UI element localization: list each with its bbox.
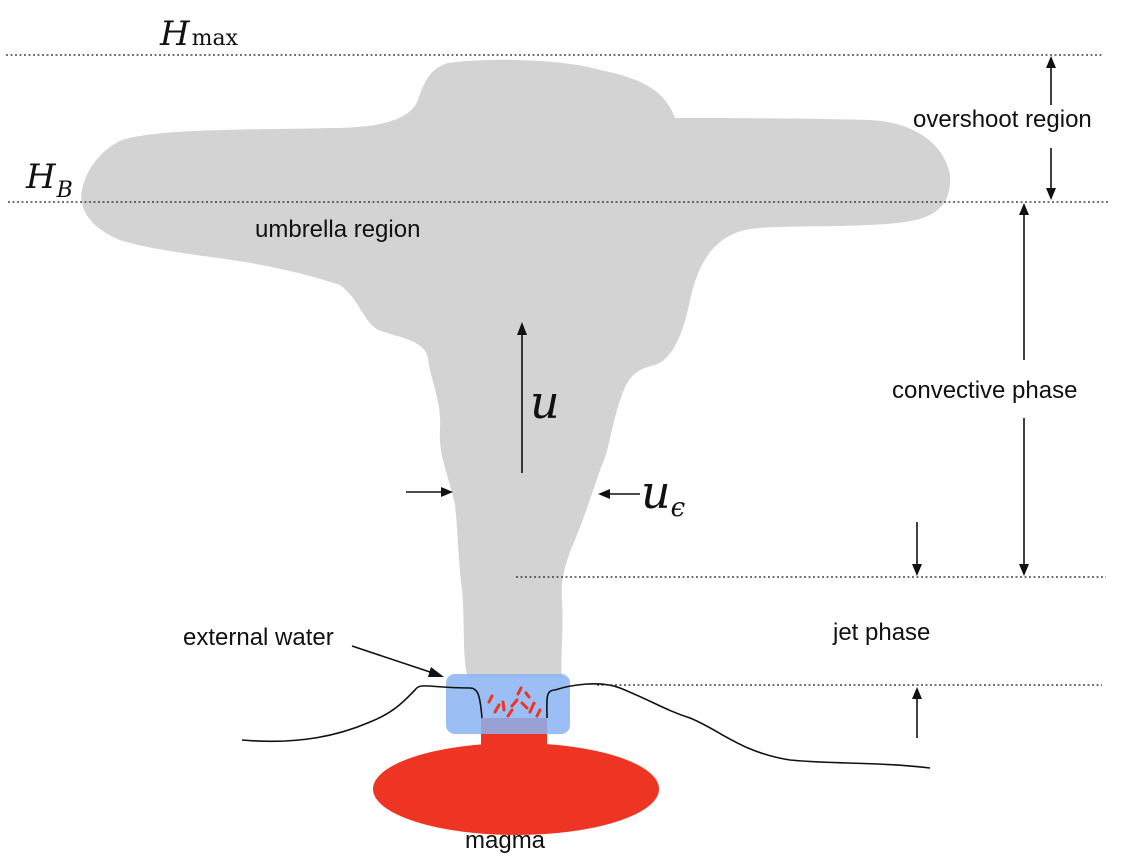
external-water-pointer-head — [428, 667, 444, 677]
jet-arrow-down-head — [912, 564, 922, 576]
magma-fragments — [487, 686, 542, 718]
u-label: u — [530, 375, 560, 429]
jet-arrow-up-head — [912, 687, 922, 699]
entrainment-left-arrow-head — [441, 487, 453, 497]
u-epsilon-label: uϵ — [641, 465, 686, 523]
external-water-box — [446, 674, 570, 734]
convective-arrow-down-head — [1019, 564, 1029, 576]
terrain-line — [241, 683, 931, 769]
h-b-label: HB — [25, 157, 73, 203]
jet-phase-label: jet phase — [832, 619, 930, 646]
convective-phase-label: convective phase — [892, 377, 1077, 404]
magma-label: magma — [465, 827, 546, 854]
plume-cloud — [81, 59, 951, 678]
overshoot-region-label: overshoot region — [913, 106, 1092, 133]
external-water-label: external water — [183, 624, 334, 651]
entrainment-right-arrow-head — [598, 489, 610, 499]
u-arrow-head — [517, 322, 527, 335]
external-water-pointer-shaft — [351, 645, 437, 675]
h-max-label: Hmax — [159, 14, 239, 54]
convective-arrow-up-head — [1019, 203, 1029, 215]
overshoot-arrow-down-head — [1046, 188, 1056, 200]
umbrella-region-label: umbrella region — [255, 216, 420, 243]
overshoot-arrow-up-head — [1046, 56, 1056, 68]
